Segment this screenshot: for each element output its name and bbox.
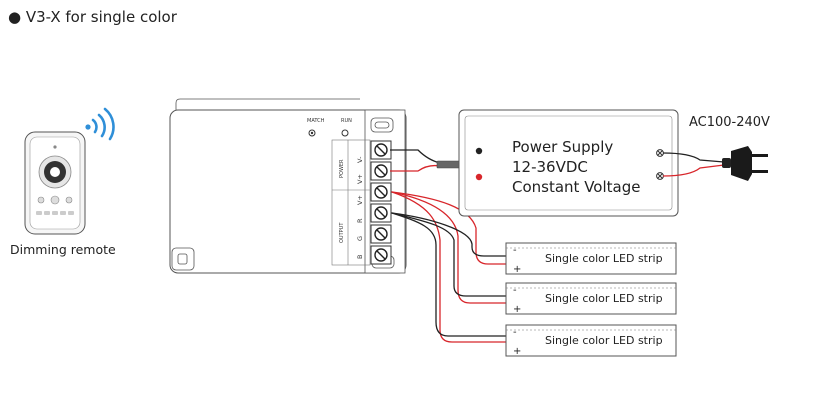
screw-slot-icon [376, 208, 386, 218]
terminal-label-r: R [356, 218, 364, 223]
power-supply-box [458, 109, 679, 217]
wireless-signal-icon [85, 107, 115, 141]
remote-icon [24, 131, 86, 235]
strip-3-minus-sign: - [513, 327, 517, 338]
terminal-block [370, 140, 392, 265]
strip-3-plus-sign: + [513, 346, 521, 357]
dc-positive-terminal-icon [475, 173, 483, 181]
led-strip-1: - + [505, 242, 677, 275]
terminal-label-vplus-in: V+ [356, 174, 364, 184]
terminal-label-g: G [356, 236, 364, 241]
strip-2-minus-sign: - [513, 285, 517, 296]
screw-slot-icon [376, 187, 386, 197]
terminal-label-b: B [356, 255, 364, 259]
controller-box: MATCH RUN POWER OUTPUT V- V+ V+ R G B [169, 98, 407, 274]
ac-input-terminal-icon [656, 149, 664, 180]
output-wires [391, 191, 509, 343]
screw-slot-icon [376, 145, 386, 155]
terminal-label-vplus-out: V+ [356, 195, 364, 205]
strip-1-plus-sign: + [513, 264, 521, 275]
power-supply-line-1: Power Supply [512, 138, 614, 156]
dc-negative-terminal-icon [475, 147, 483, 155]
power-supply-line-3: Constant Voltage [512, 178, 641, 196]
led-strip-3: - + [505, 324, 677, 357]
heading-text: V3-X for single color [25, 8, 177, 26]
ac-plug-icon [722, 146, 768, 181]
power-supply-line-2: 12-36VDC [512, 158, 588, 176]
led-strip-2: - + [505, 282, 677, 315]
ac-input-label: AC100-240V [689, 115, 770, 130]
ac-wires [662, 152, 725, 177]
output-group-label: OUTPUT [339, 222, 345, 243]
power-supply-text: Power Supply 12-36VDC Constant Voltage [512, 137, 640, 197]
strip-1-label: Single color LED strip [545, 252, 663, 265]
screw-slot-icon [376, 250, 386, 260]
run-led-label: RUN [341, 118, 352, 124]
strip-2-label: Single color LED strip [545, 292, 663, 305]
remote-label: Dimming remote [10, 242, 116, 257]
strip-1-minus-sign: - [513, 245, 517, 256]
strip-3-label: Single color LED strip [545, 334, 663, 347]
terminal-label-vminus: V- [356, 156, 364, 163]
screw-slot-icon [376, 166, 386, 176]
strip-2-plus-sign: + [513, 304, 521, 315]
bullet-icon: ● [8, 8, 22, 26]
screw-slot-icon [376, 229, 386, 239]
power-group-label: POWER [339, 159, 345, 178]
diagram-heading: ● V3-X for single color [8, 8, 177, 26]
match-led-label: MATCH [307, 118, 325, 124]
